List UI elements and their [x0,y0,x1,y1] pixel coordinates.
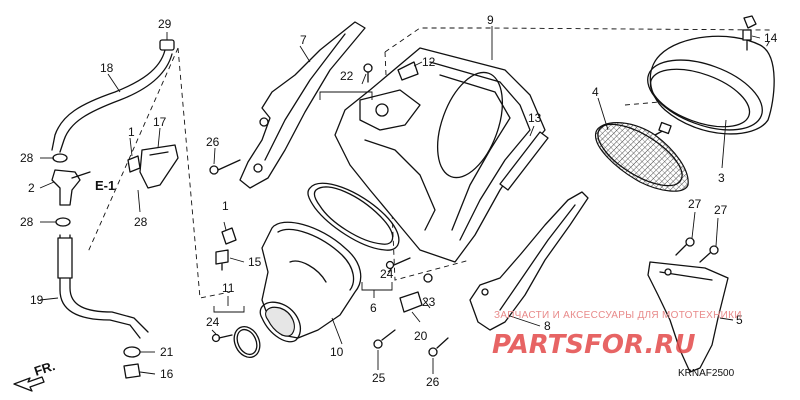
air-cleaner-case [334,47,546,263]
callout-1-lower: 1 [222,199,229,213]
reference-e1: E-1 [95,178,115,193]
side-cover [469,191,589,331]
callout-7: 7 [300,33,307,47]
callout-26-lower: 26 [426,375,440,389]
bolt-24-lower [211,333,233,343]
screw-15 [215,249,229,271]
bolt-27-left [675,237,695,256]
callout-11: 11 [222,281,235,295]
caution-label [397,61,419,81]
seal-strip [499,131,549,191]
clip-1 [127,155,237,245]
front-label: FR. [32,358,57,379]
callout-21: 21 [160,345,174,359]
diagram-code: KRNAF2500 [678,368,735,379]
watermark-text: ЗАПЧАСТИ И АКСЕССУАРЫ ДЛЯ МОТОТЕХНИКИ [494,310,742,321]
callout-18: 18 [100,61,114,75]
callout-22: 22 [340,69,354,83]
watermark-logo: PARTSFOR.RU [492,330,695,360]
bolt-24-upper [385,257,411,270]
callout-16: 16 [160,367,174,381]
callout-14: 14 [764,31,778,45]
callout-25: 25 [372,371,386,385]
callout-23: 23 [422,295,436,309]
callout-27-left: 27 [688,197,702,211]
filter-cage [595,121,689,192]
bolt-27-right [699,245,719,263]
bolts [209,63,719,357]
connecting-band [233,325,261,359]
bolt-26-lower [428,337,449,357]
callout-1-upper: 1 [128,125,135,139]
callout-28-lower: 28 [20,215,34,229]
mud-guard-plate [647,261,729,373]
callout-17: 17 [153,115,167,129]
callout-24-lower: 24 [206,315,220,329]
bolt-25 [373,329,396,349]
breather-joint-20-23 [399,273,433,313]
callout-2: 2 [28,181,35,195]
callout-10: 10 [330,345,344,359]
joint-2 [51,169,91,206]
clip-29 [159,39,175,51]
drain-tube-19 [57,234,149,339]
front-direction-arrow: FR. [13,358,57,392]
bolt-22 [363,63,373,83]
callout-24-upper: 24 [380,267,394,281]
gasket [307,182,400,251]
watermark: ЗАПЧАСТИ И АКСЕССУАРЫ ДЛЯ МОТОТЕХНИКИ PA… [492,310,742,360]
callout-8: 8 [544,319,551,333]
callout-4: 4 [592,85,599,99]
callout-28-upper: 28 [20,151,34,165]
air-filter-element [647,35,775,135]
clip-28 [52,153,71,227]
breather-tube-18 [51,49,173,153]
callout-29: 29 [158,17,172,31]
bolt-26-upper [209,159,241,175]
callout-26-upper: 26 [206,135,220,149]
air-boot [259,221,362,343]
callout-27-right: 27 [714,203,728,217]
callout-3: 3 [718,171,725,185]
callout-12: 12 [422,55,436,69]
callout-5: 5 [736,313,743,327]
plug-17 [139,144,179,189]
plug-16 [123,363,141,379]
callout-28-right: 28 [134,215,148,229]
callout-6: 6 [370,301,377,315]
leader-lines [39,26,761,375]
callout-20: 20 [414,329,428,343]
side-bracket [239,21,366,189]
cap-21 [123,346,141,358]
wing-bolt [742,15,757,51]
callout-19: 19 [30,293,44,307]
callout-9: 9 [487,13,494,27]
callout-numbers: 29 18 1 17 28 2 E-1 28 28 19 21 16 7 22 … [20,13,778,389]
callout-15: 15 [248,255,262,269]
callout-13: 13 [528,111,542,125]
